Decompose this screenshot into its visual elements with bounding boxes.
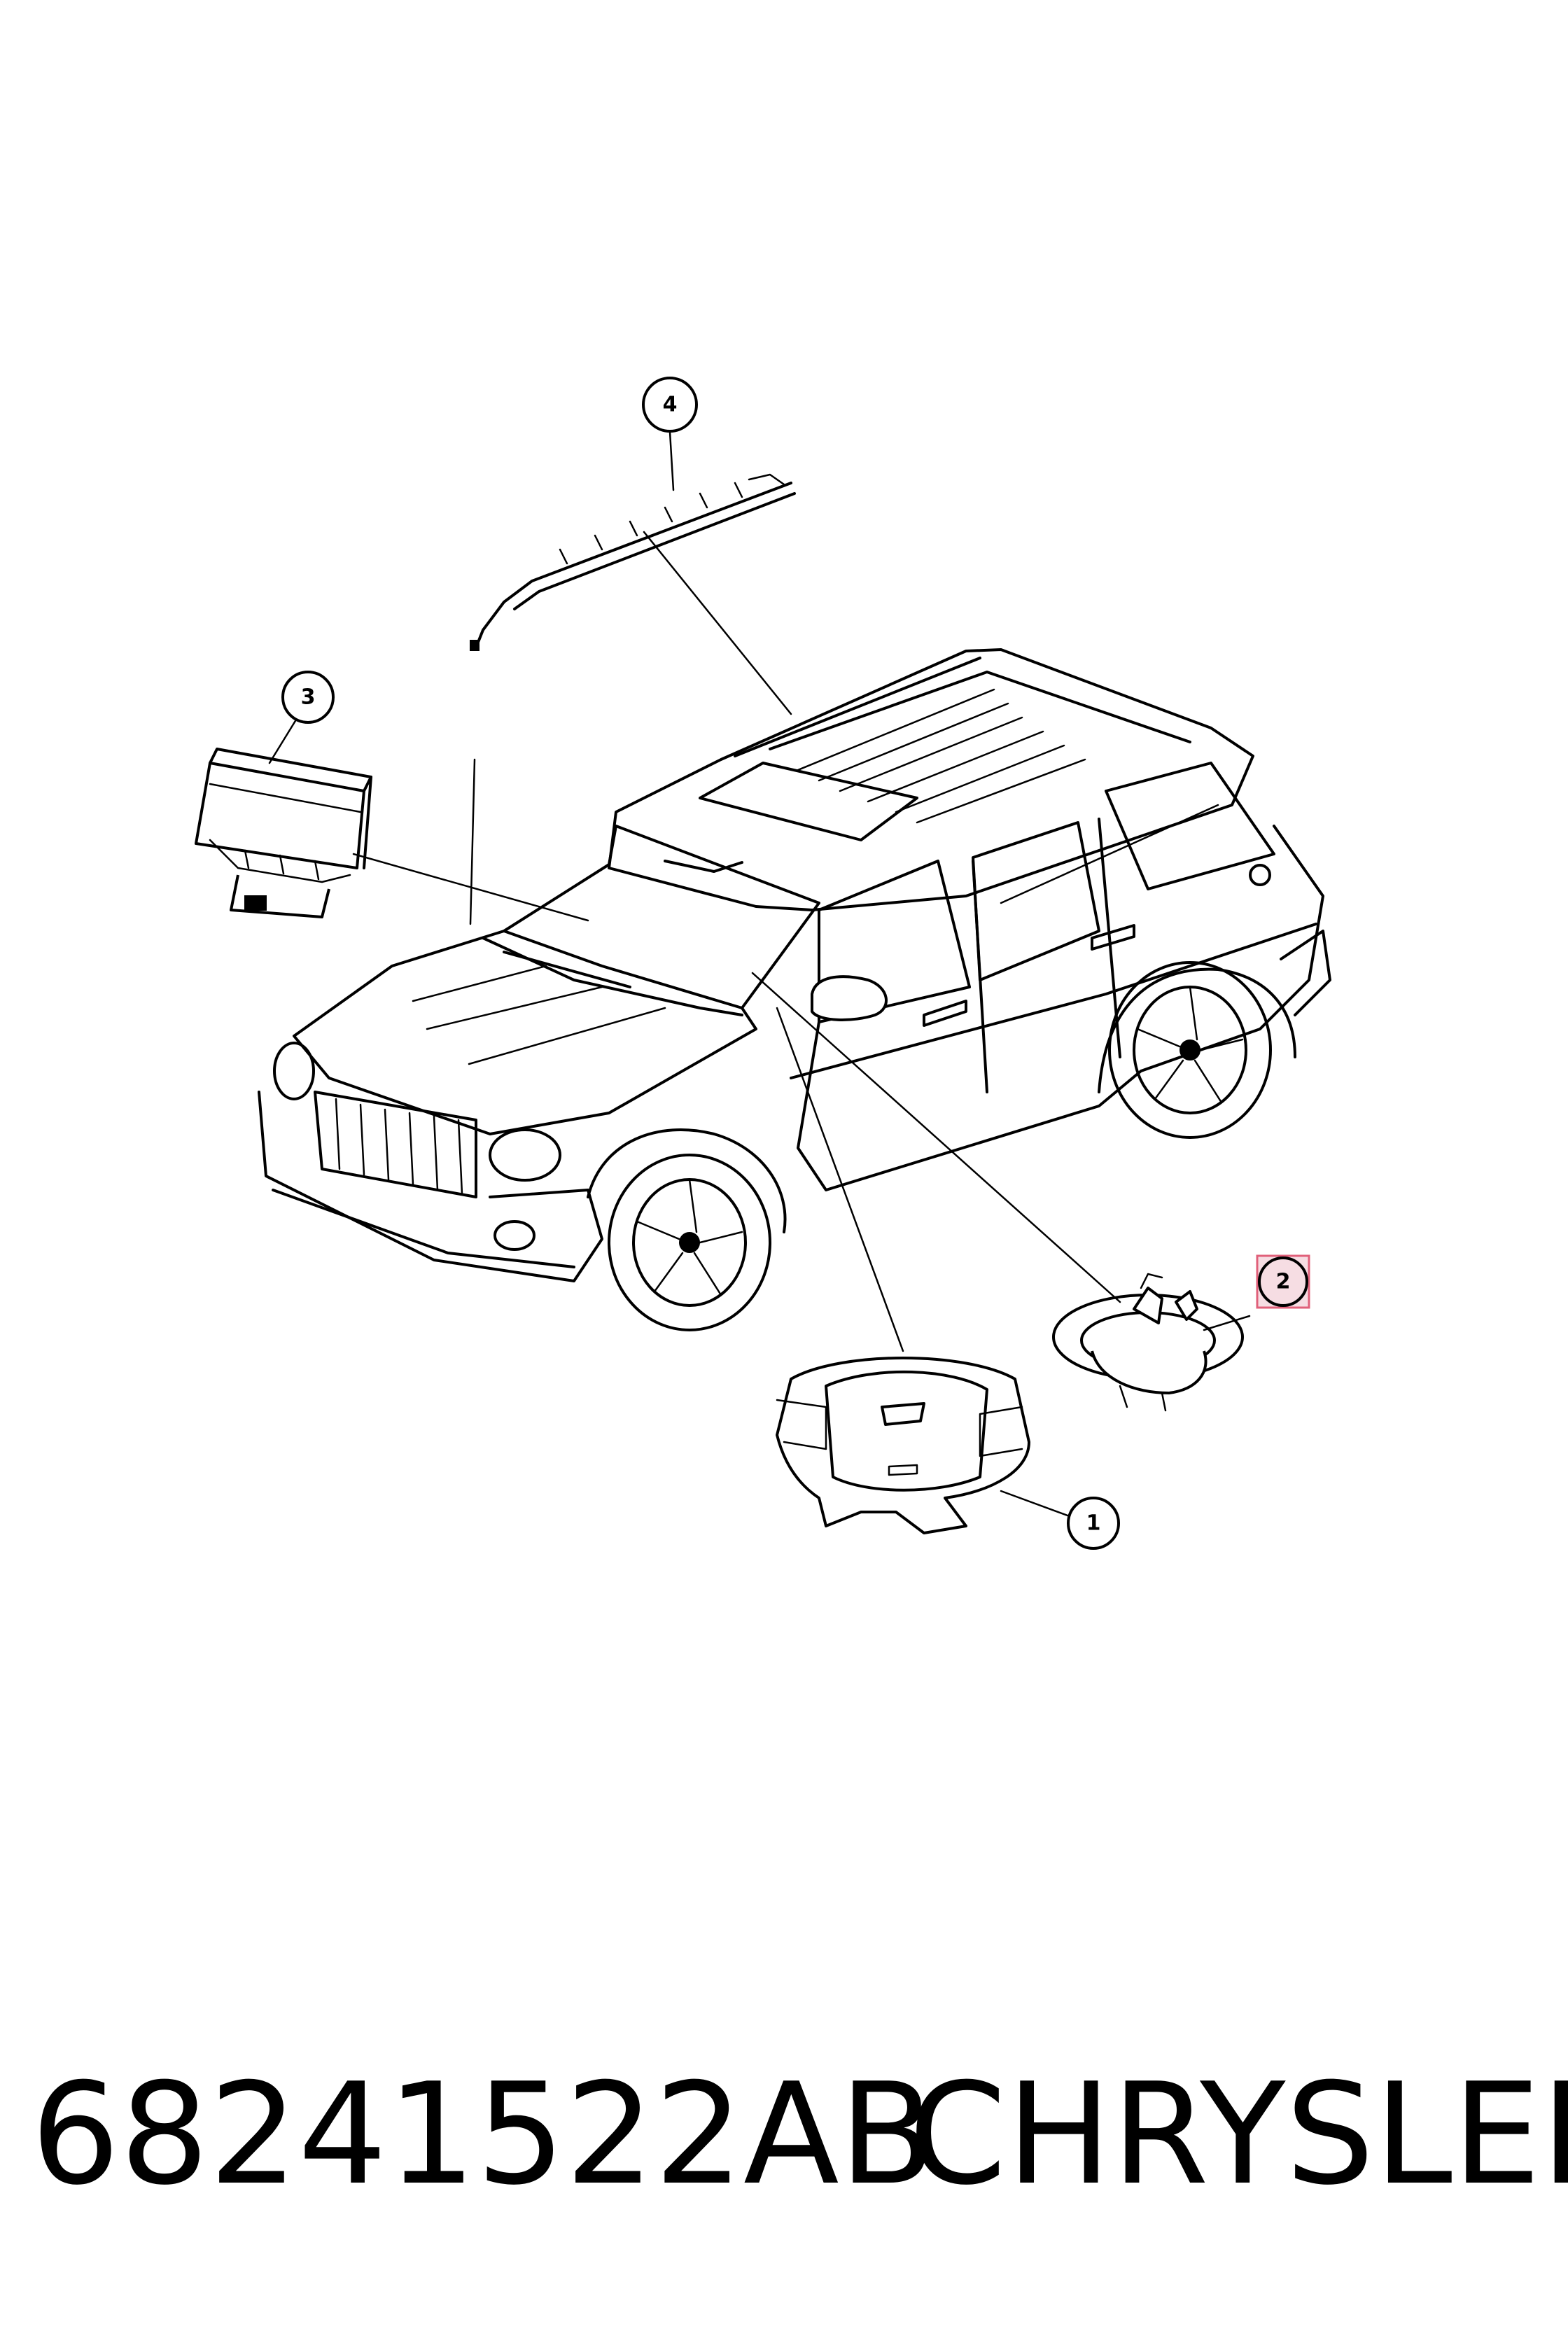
callout-2-label: 2 [1276,1270,1291,1294]
callout-2: 2 [1256,1254,1310,1309]
part-number: 68241522AB [31,2053,935,2216]
callout-1: 1 [1067,1497,1120,1550]
passenger-airbag-part [195,748,372,918]
footer: 68241522AB CHRYSLER [0,2044,1568,2226]
driver-airbag-part [776,1357,1030,1534]
manufacturer-name: CHRYSLER [909,2053,1568,2216]
callout-4: 4 [642,377,698,433]
clockspring-part [1052,1273,1244,1412]
callout-3-label: 3 [301,685,316,710]
vehicle-illustration [258,648,1331,1331]
leader-lines [268,430,1251,1517]
curtain-airbag-part [470,473,796,651]
callout-3: 3 [281,671,335,724]
callout-1-label: 1 [1086,1511,1101,1536]
callout-4-label: 4 [663,393,678,417]
